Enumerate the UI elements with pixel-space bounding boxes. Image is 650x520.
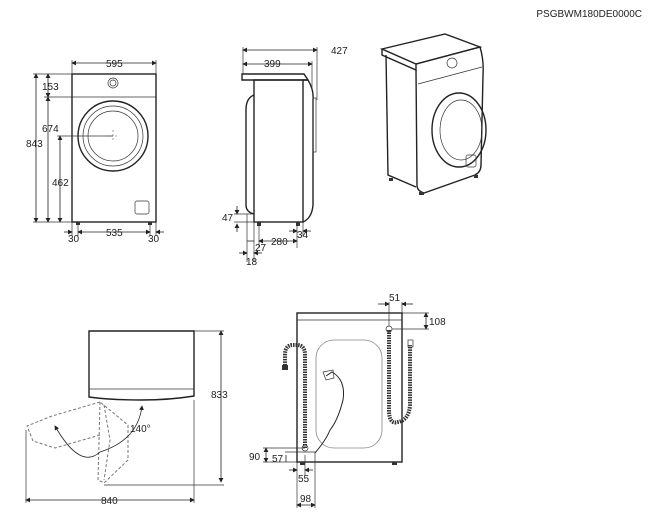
dim-depth-total: 427: [331, 46, 348, 57]
top-view: 833 840 140°: [25, 330, 228, 507]
dim-foot-right: 30: [148, 234, 160, 245]
dim-feet-span: 535: [106, 228, 123, 239]
model-code: PSGBWM180DE0000C: [536, 9, 642, 20]
dim-foot-left: 30: [68, 234, 80, 245]
dim-door-angle: 140°: [130, 424, 151, 435]
dim-drain-offset: 55: [298, 474, 310, 485]
dim-drain-height: 90: [249, 452, 261, 463]
side-view: 427 399 47 18 27 280 34: [222, 46, 348, 268]
dim-depth-body: 399: [264, 59, 281, 70]
dim-inlet-offset: 51: [389, 293, 401, 304]
dim-door-open-depth: 840: [101, 496, 118, 507]
dim-door-top: 674: [42, 124, 59, 135]
isometric-view: [379, 33, 487, 195]
back-view: 51 108 90 57 55 98: [249, 293, 446, 508]
dim-door-center: 462: [52, 178, 69, 189]
dim-inlet-height: 108: [429, 317, 446, 328]
dim-drain-width: 98: [300, 494, 312, 505]
dim-foot-height: 47: [222, 213, 234, 224]
dim-width: 595: [106, 59, 123, 70]
dim-door-overhang: 18: [246, 257, 258, 268]
dim-front-foot: 27: [255, 243, 267, 254]
dim-rear-foot: 34: [297, 230, 309, 241]
dim-total-height: 843: [26, 139, 43, 150]
dim-feet-depth: 280: [271, 237, 288, 248]
front-view: 595 153 674 843 462 535 30 30: [26, 59, 164, 245]
dim-height: 833: [211, 390, 228, 401]
dim-drain-low: 57: [272, 454, 284, 465]
dim-panel-height: 153: [42, 82, 59, 93]
